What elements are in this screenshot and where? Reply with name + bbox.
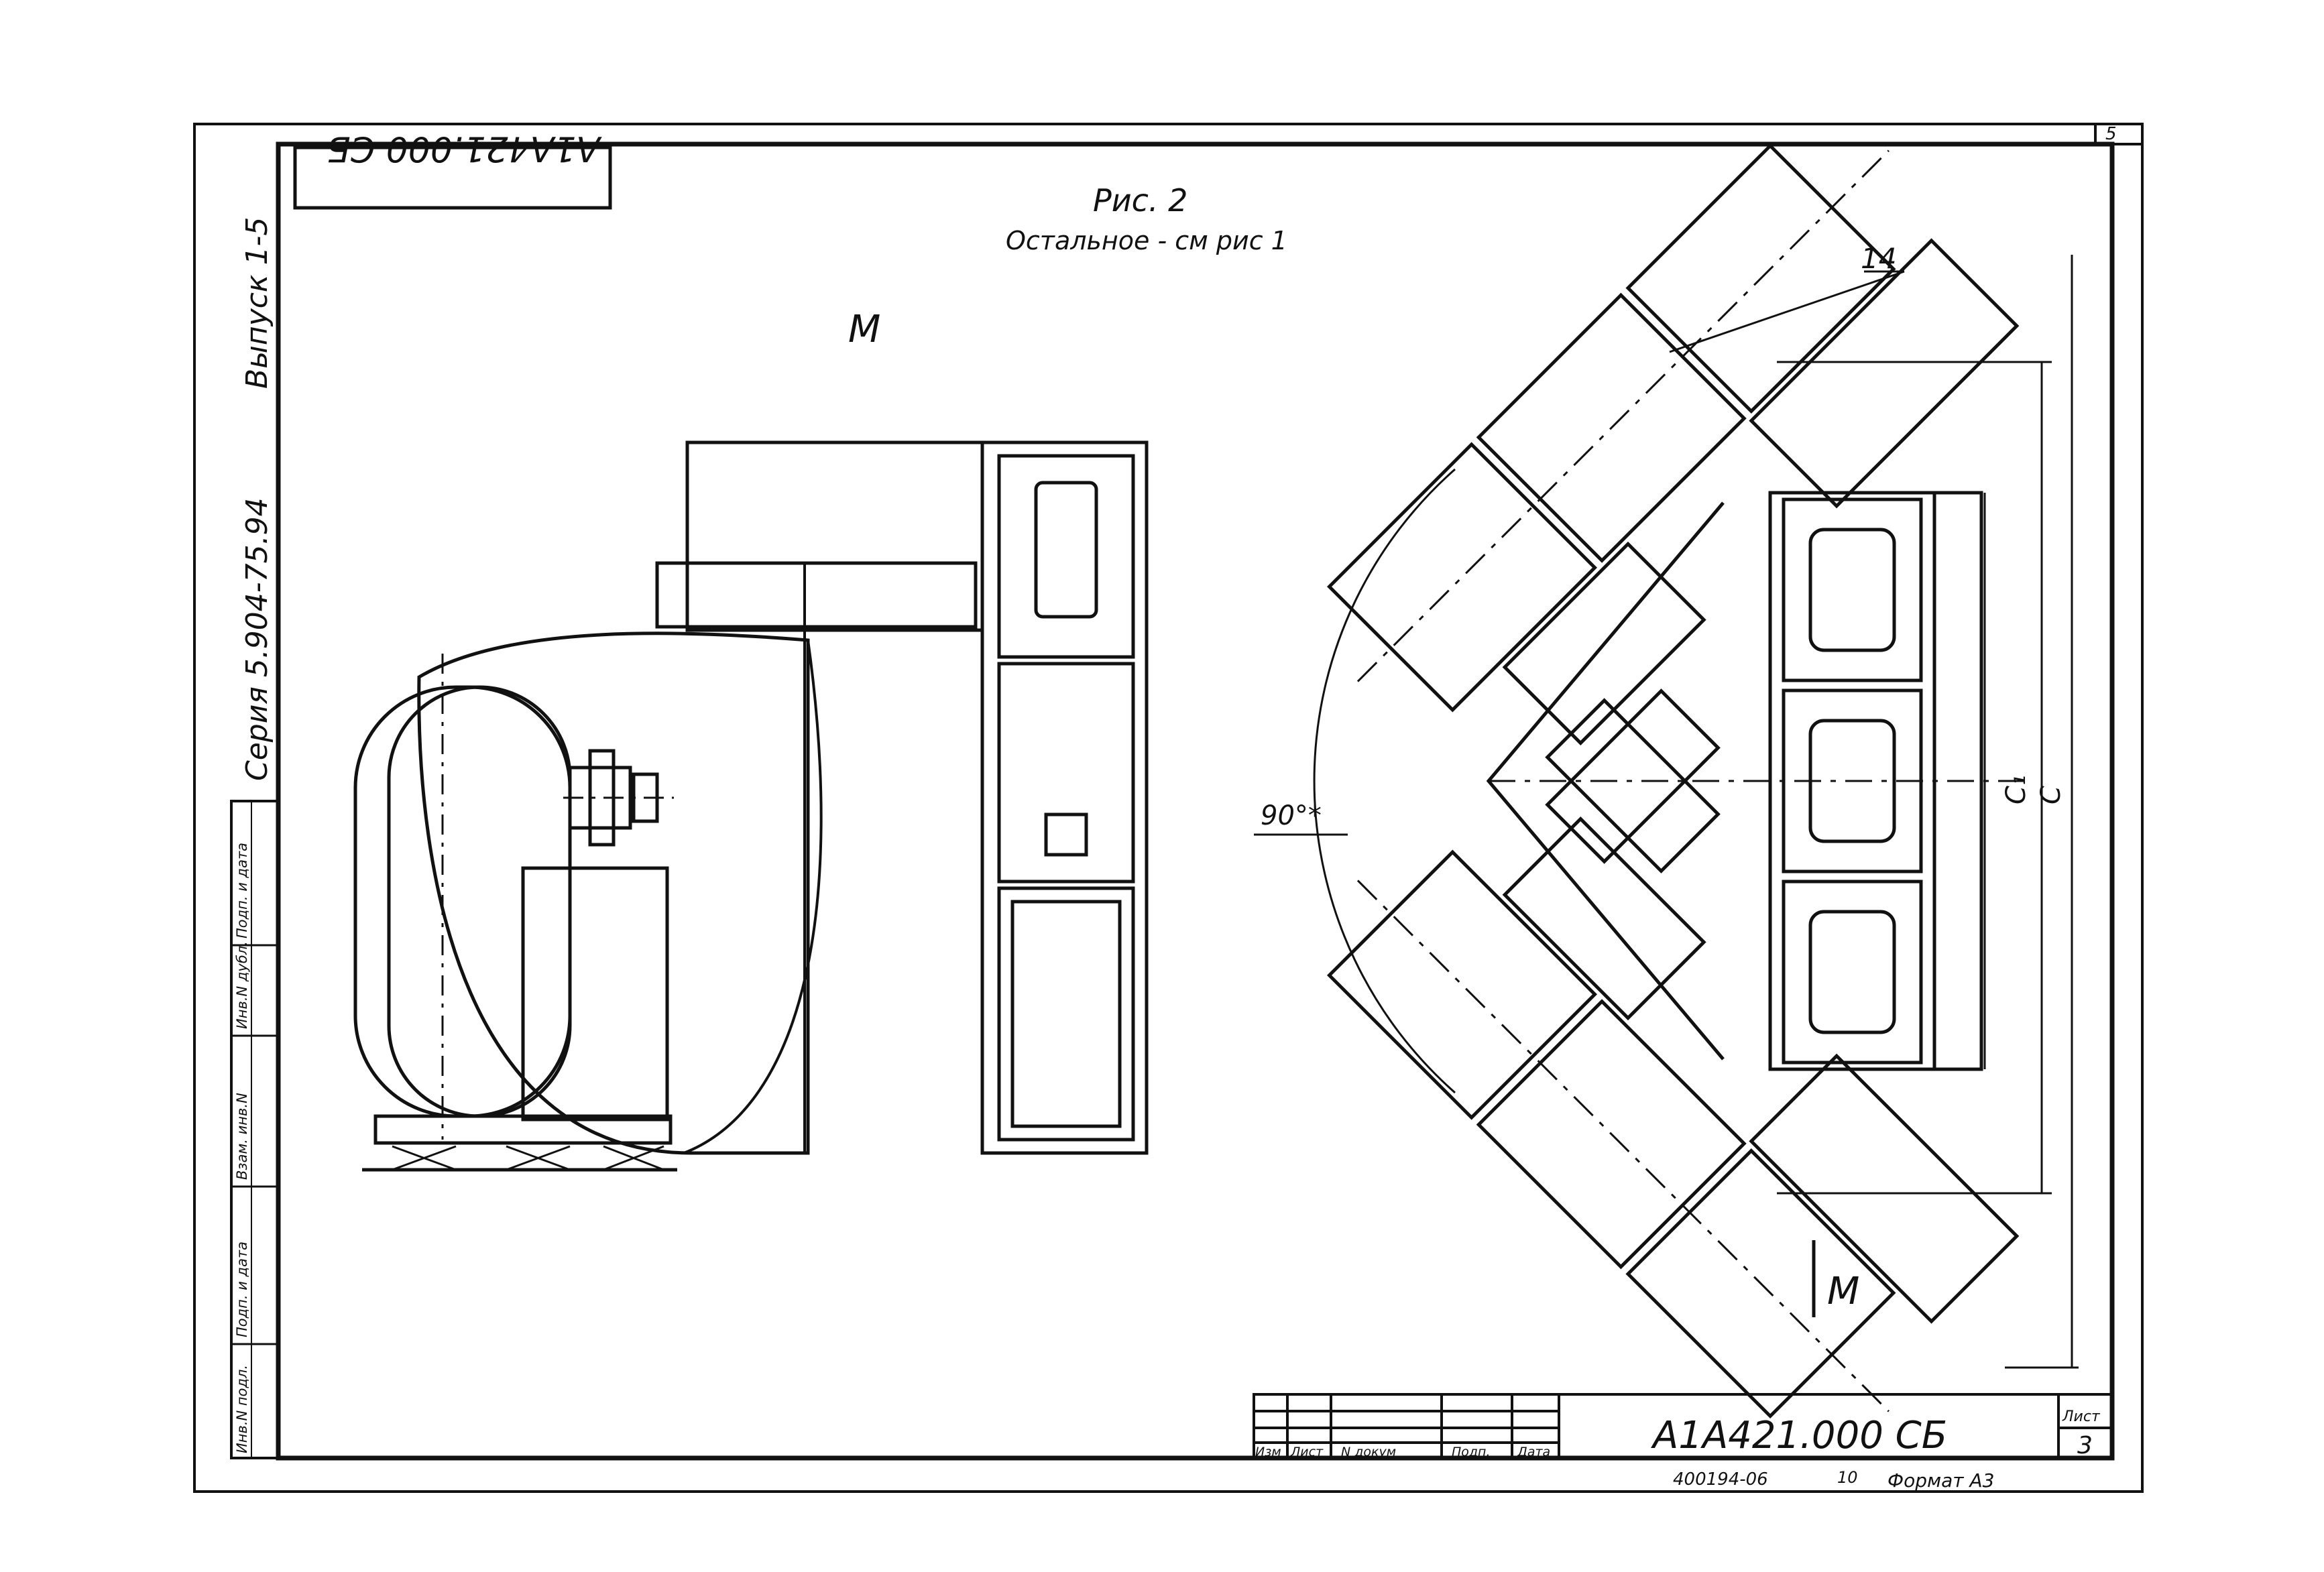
tb-format: Формат А3 — [1887, 1469, 1994, 1492]
tb-footer-num: 10 — [1837, 1468, 1858, 1487]
dimension-lines — [1777, 255, 2079, 1369]
dim-c1: С₁ — [2001, 775, 2032, 804]
tb-header-ndokum: N докум — [1341, 1445, 1396, 1459]
angle-arc — [1313, 468, 1456, 1094]
view-marker-bottom: М — [1827, 1270, 1859, 1313]
figure-title: Рис. 2 — [1093, 182, 1187, 219]
doc-code-box — [293, 145, 612, 210]
title-block — [1253, 1393, 2113, 1459]
stamp-inv-dubl: Инв.N дубл. — [234, 941, 250, 1029]
issue-label: Выпуск 1-5 — [240, 217, 274, 389]
right-view-plan — [1326, 143, 2025, 1419]
callout-leader — [1669, 270, 1905, 353]
left-view-fan-unit — [353, 440, 1149, 1172]
callout-14: 14 — [1861, 242, 1896, 275]
angle-label: 90°* — [1261, 800, 1322, 831]
stamp-podp-data-2: Подп. и дата — [234, 843, 250, 939]
tb-doc-code: А1А421.000 СБ — [1651, 1414, 1947, 1457]
tb-header-podp: Подп. — [1452, 1445, 1491, 1459]
stamp-vzam-inv: Взам. инв.N — [234, 1093, 250, 1180]
dim-c: С — [2036, 786, 2067, 804]
stamp-inv-podl: Инв.N подл. — [234, 1365, 250, 1453]
tb-sheet-no: 3 — [2077, 1432, 2093, 1459]
doc-code-stamp: А1А421.000 СБ — [327, 128, 602, 168]
figure-note: Остальное - см рис 1 — [1006, 226, 1287, 255]
left-stamp-strip — [230, 800, 280, 1459]
tb-header-izm: Изм — [1255, 1445, 1281, 1459]
corner-sheet-number: 5 — [2105, 124, 2117, 144]
tb-header-data: Дата — [1517, 1445, 1550, 1459]
series-label: Серия 5.904-75.94 — [240, 497, 274, 781]
tb-header-list: Лист — [1290, 1445, 1324, 1459]
view-marker-top: М — [848, 308, 880, 351]
stamp-podp-data-1: Подп. и дата — [234, 1242, 250, 1337]
tb-footer-code: 400194-06 — [1673, 1469, 1768, 1490]
tb-sheet-label: Лист — [2062, 1408, 2101, 1425]
